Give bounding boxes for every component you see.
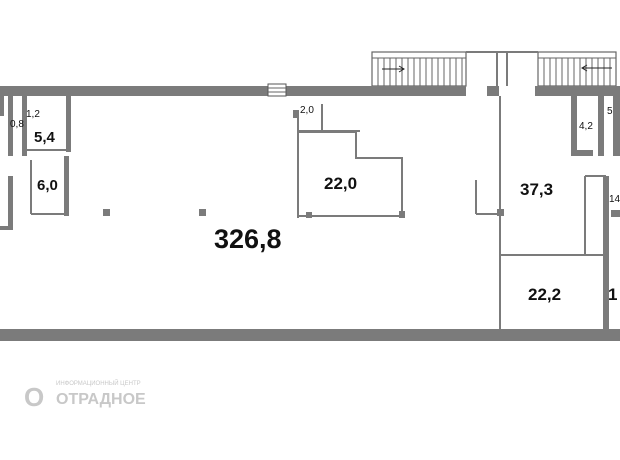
watermark-subtitle: ИНФОРМАЦИОННЫЙ ЦЕНТР <box>56 379 141 387</box>
right-partitions <box>475 96 620 329</box>
staircase-right <box>537 51 617 87</box>
watermark-logo: О <box>24 382 44 412</box>
main-hall-area-label: 326,8 <box>214 224 282 254</box>
room-5-4-area-label: 5,4 <box>34 129 56 146</box>
room-partial-1-area-label: 1 <box>608 285 617 304</box>
room-37-3-area-label: 37,3 <box>520 180 553 199</box>
room-partial-5-area-label: 5 <box>607 106 613 117</box>
vent-grille <box>267 83 287 97</box>
room-partial-14-area-label: 14 <box>609 194 620 205</box>
left-small-rooms <box>0 96 71 230</box>
watermark: О ИНФОРМАЦИОННЫЙ ЦЕНТР ОТРАДНОЕ <box>24 379 146 412</box>
outer-walls <box>0 86 620 341</box>
columns <box>103 209 504 216</box>
room-22-0-walls <box>293 104 405 218</box>
stair-corridor-walls <box>466 51 538 86</box>
room-22-0-area-label: 22,0 <box>324 174 357 193</box>
room-6-0-area-label: 6,0 <box>37 177 58 194</box>
room-2-0-area-label: 2,0 <box>300 105 314 116</box>
room-22-2-area-label: 22,2 <box>528 285 561 304</box>
room-0-8-area-label: 0,8 <box>10 119 24 130</box>
room-1-2-area-label: 1,2 <box>26 109 40 120</box>
room-4-2-area-label: 4,2 <box>579 121 593 132</box>
staircase-left <box>371 51 467 87</box>
watermark-title: ОТРАДНОЕ <box>56 391 146 408</box>
